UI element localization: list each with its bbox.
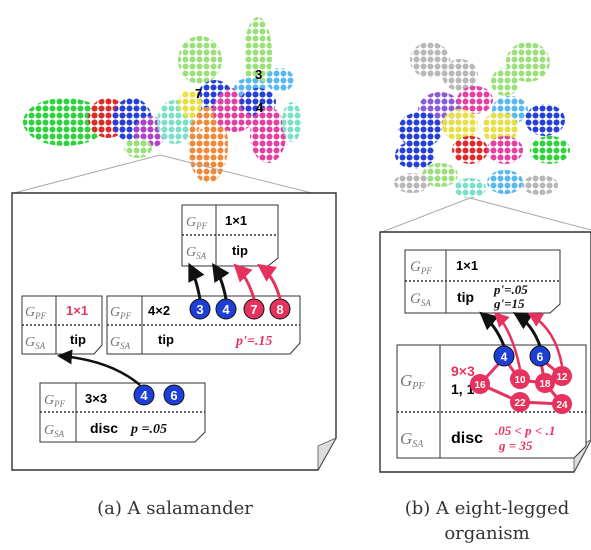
svg-text:GPF: GPF	[400, 371, 425, 392]
card-b-bottom: GPF GSA 9×3 1, 1 disc .05 < p < .1 g = 3…	[396, 344, 587, 459]
caption-a: (a) A salamander	[97, 498, 253, 519]
svg-text:GSA: GSA	[400, 429, 424, 450]
arrow-b-pink-2	[527, 312, 564, 367]
svg-text:p'=.05: p'=.05	[493, 282, 528, 297]
caption-b-line2: organism	[444, 523, 529, 544]
svg-text:4: 4	[222, 302, 230, 317]
svg-text:10: 10	[514, 375, 526, 386]
svg-text:GPF: GPF	[44, 393, 66, 409]
svg-text:1×1: 1×1	[456, 258, 478, 273]
svg-text:1×1: 1×1	[225, 213, 247, 228]
svg-text:tip: tip	[70, 332, 86, 347]
svg-text:22: 22	[514, 398, 526, 409]
svg-text:p =.05: p =.05	[130, 422, 167, 437]
svg-text:g = 35: g = 35	[498, 438, 533, 453]
arrow-b-pink-1	[493, 311, 522, 370]
svg-text:GPF: GPF	[186, 215, 208, 231]
card-b-nodes: 4 6 10 12 16 18 22 24	[470, 345, 572, 414]
svg-text:4×2: 4×2	[148, 303, 170, 318]
svg-text:6: 6	[537, 350, 544, 364]
svg-text:g'=15: g'=15	[493, 296, 525, 311]
svg-text:disc: disc	[451, 430, 483, 447]
svg-text:GPF: GPF	[410, 259, 432, 276]
card-a-mid-nodes: 3 4 7 8	[189, 298, 291, 320]
svg-text:12: 12	[556, 372, 568, 383]
arrow-a-7	[233, 263, 256, 300]
arrow-b-6	[512, 312, 542, 347]
svg-text:tip: tip	[232, 243, 248, 258]
svg-text:GSA: GSA	[110, 335, 131, 351]
svg-text:8: 8	[276, 302, 283, 317]
svg-text:tip: tip	[158, 332, 174, 347]
arrow-a-3	[188, 262, 205, 300]
svg-text:.05 < p < .1: .05 < p < .1	[495, 423, 555, 438]
svg-text:7: 7	[250, 302, 257, 317]
svg-text:GSA: GSA	[410, 291, 431, 308]
svg-text:1, 1: 1, 1	[451, 381, 475, 397]
shape-label-8: 8	[198, 121, 205, 136]
zoom-line-left	[13, 154, 161, 194]
svg-text:GSA: GSA	[44, 423, 65, 439]
shape-label-3: 3	[255, 67, 262, 82]
svg-text:tip: tip	[457, 289, 474, 305]
caption-b-line1: (b) A eight-legged	[405, 498, 569, 519]
arrow-a-8	[257, 263, 282, 300]
shape-label-7: 7	[195, 86, 202, 101]
svg-text:18: 18	[539, 379, 551, 390]
card-a-left: GPF GSA 1×1 tip	[21, 295, 103, 355]
zoom-line-b-right	[469, 197, 591, 231]
svg-text:6: 6	[170, 388, 177, 403]
svg-text:24: 24	[556, 400, 568, 411]
svg-text:3×3: 3×3	[85, 391, 107, 406]
zoom-line-right	[159, 154, 333, 199]
svg-text:3: 3	[196, 302, 203, 317]
svg-text:p'=.15: p'=.15	[235, 334, 272, 349]
salamander-shape	[23, 17, 302, 183]
svg-text:16: 16	[474, 380, 486, 391]
arrow-b-4	[479, 311, 506, 347]
svg-text:4: 4	[501, 350, 508, 364]
svg-text:GSA: GSA	[25, 335, 46, 351]
svg-text:1×1: 1×1	[66, 303, 88, 318]
svg-text:GPF: GPF	[25, 305, 47, 321]
shape-label-4: 4	[256, 100, 264, 115]
svg-text:disc: disc	[90, 420, 118, 436]
organism-shape	[394, 42, 570, 198]
svg-text:4: 4	[140, 388, 148, 403]
card-b-top: GPF GSA 1×1 tip p'=.05 g'=15	[404, 249, 561, 314]
arrow-a-4	[212, 263, 230, 300]
svg-text:GSA: GSA	[186, 245, 207, 261]
svg-text:9×3: 9×3	[451, 363, 475, 379]
card-a-bottom: GPF GSA 3×3 disc p =.05	[39, 382, 206, 443]
card-a-top: GPF GSA 1×1 tip	[181, 204, 279, 267]
card-a-bottom-nodes: 4 6	[133, 384, 185, 406]
zoom-line-b-left	[381, 197, 471, 233]
svg-text:GPF: GPF	[110, 305, 132, 321]
arrow-a-bottom	[57, 349, 141, 386]
